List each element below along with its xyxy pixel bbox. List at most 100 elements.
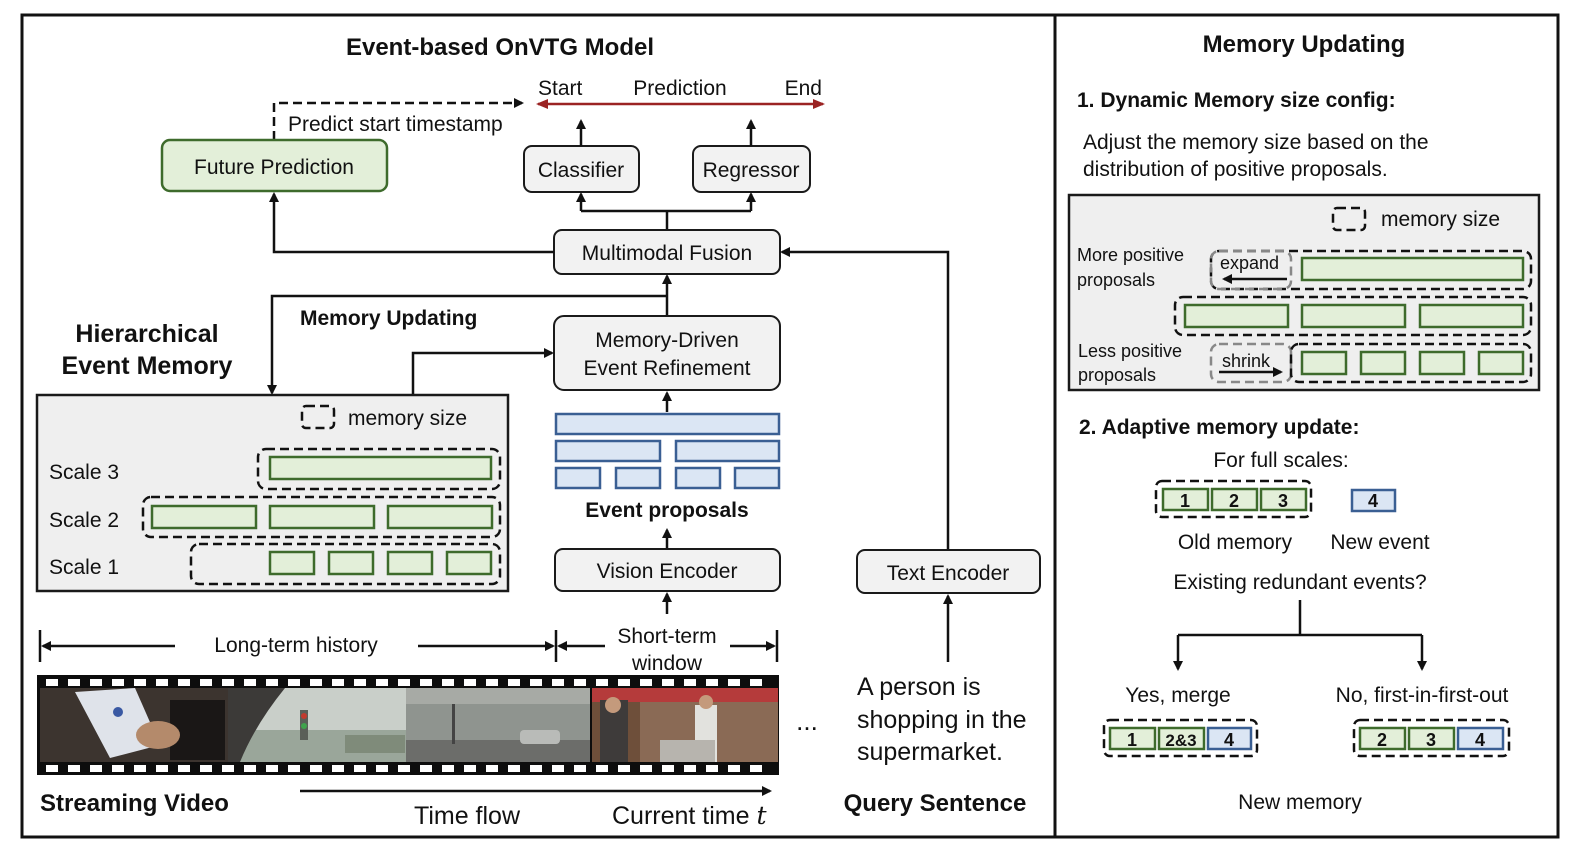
classifier-label: Classifier: [538, 159, 624, 182]
film-sprocket-hole: [68, 765, 80, 772]
no-fifo-label: No, first-in-first-out: [1336, 684, 1509, 707]
memory-size-legend-icon: [300, 404, 336, 430]
hierarchical-line2: Event Memory: [62, 352, 233, 380]
film-sprocket-hole: [244, 679, 256, 686]
scale1-event: [327, 550, 375, 576]
film-sprocket-hole: [354, 765, 366, 772]
shrink-label: shrink: [1222, 351, 1271, 371]
fifo-memory-cell: [1358, 726, 1407, 751]
film-sprocket-hole: [134, 765, 146, 772]
film-sprocket-hole: [618, 679, 630, 686]
left-title: Event-based OnVTG Model: [346, 34, 654, 61]
memory-size-legend-label-right: memory size: [1381, 208, 1500, 231]
film-sprocket-hole: [46, 679, 58, 686]
predict-start-label: Predict start timestamp: [288, 113, 503, 136]
film-sprocket-hole: [376, 679, 388, 686]
event-proposals-label: Event proposals: [585, 499, 748, 522]
scale1-event: [268, 550, 316, 576]
more-positive-line2: proposals: [1077, 270, 1155, 290]
fifo-memory-cell: [1407, 726, 1456, 751]
film-sprocket-hole: [464, 765, 476, 772]
shrunk-event: [1300, 350, 1348, 376]
memory-driven-refinement-box: [553, 315, 781, 391]
film-sprocket-hole: [178, 765, 190, 772]
film-sprocket-hole: [596, 765, 608, 772]
default-memory-bound: [1173, 295, 1533, 337]
new-event-cell-label: 4: [1368, 491, 1378, 511]
right-title: Memory Updating: [1203, 31, 1406, 58]
future-prediction-label: Future Prediction: [194, 156, 354, 179]
new-event-cell: [1350, 488, 1397, 513]
scale2-event: [150, 504, 258, 530]
scale3-memory-bound: [256, 447, 502, 491]
memory-updating-arrow: [267, 294, 667, 395]
default-event: [1300, 303, 1407, 329]
scale1-label: Scale 1: [49, 556, 119, 579]
film-sprocket-hole: [332, 765, 344, 772]
film-sprocket-hole: [574, 765, 586, 772]
scale2-event: [386, 504, 494, 530]
film-sprocket-hole: [508, 679, 520, 686]
shrunk-event: [1418, 350, 1466, 376]
memory-updating-label: Memory Updating: [300, 307, 477, 330]
film-sprocket-hole: [222, 679, 234, 686]
film-sprocket-hole: [530, 679, 542, 686]
short-term-line2: window: [631, 652, 703, 675]
expand-region: [1209, 249, 1293, 291]
film-sprocket-hole: [420, 679, 432, 686]
scale2-event: [268, 504, 376, 530]
memory-to-refinement-arrow: [411, 348, 554, 395]
vision-encoder-box: [554, 548, 781, 592]
prediction-end-label: End: [785, 77, 822, 100]
scale1-memory-bound: [189, 542, 502, 586]
film-sprocket-hole: [266, 765, 278, 772]
new-memory-label: New memory: [1238, 791, 1362, 814]
short-term-line1: Short-term: [617, 625, 716, 648]
proposal-block: [614, 466, 662, 490]
video-frame-document: [40, 688, 228, 762]
predict-start-arrow: [272, 98, 524, 140]
film-sprocket-hole: [640, 765, 652, 772]
more-positive-line1: More positive: [1077, 245, 1184, 265]
expand-label: expand: [1220, 253, 1279, 273]
step1-desc-line2: distribution of positive proposals.: [1083, 158, 1388, 181]
less-positive-line1: Less positive: [1078, 341, 1182, 361]
vision-encoder-label: Vision Encoder: [597, 560, 738, 583]
proposal-block: [674, 466, 722, 490]
shrunk-event: [1359, 350, 1407, 376]
multimodal-fusion-label: Multimodal Fusion: [582, 242, 752, 265]
fifo-memory-bound: [1352, 718, 1511, 758]
memory-driven-line2: Event Refinement: [584, 357, 751, 380]
film-sprocket-hole: [156, 765, 168, 772]
film-sprocket-hole: [662, 679, 674, 686]
old-memory-cell: [1210, 487, 1259, 512]
film-sprocket-hole: [90, 765, 102, 772]
new-event-label: New event: [1330, 531, 1429, 554]
film-sprocket-hole: [508, 765, 520, 772]
video-frame-supermarket: [592, 688, 778, 762]
film-sprocket-hole: [156, 679, 168, 686]
film-sprocket-hole: [574, 679, 586, 686]
film-sprocket-hole: [288, 679, 300, 686]
outer-frame: [20, 13, 1560, 839]
film-sprocket-hole: [486, 765, 498, 772]
film-sprocket-hole: [112, 679, 124, 686]
scale2-label: Scale 2: [49, 509, 119, 532]
video-frame-garage: [406, 688, 590, 762]
regressor-label: Regressor: [703, 159, 800, 182]
proposal-block: [674, 439, 781, 463]
current-time-label: Current time t: [612, 801, 768, 830]
streaming-video-filmstrip: [37, 675, 779, 775]
proposal-block: [554, 412, 781, 436]
fusion-to-future-arrow: [269, 192, 554, 254]
shrunk-event: [1477, 350, 1525, 376]
scale3-label: Scale 3: [49, 461, 119, 484]
film-sprocket-hole: [222, 765, 234, 772]
film-sprocket-hole: [684, 765, 696, 772]
film-sprocket-hole: [112, 765, 124, 772]
merged-cell-label: 2&3: [1165, 731, 1196, 750]
film-sprocket-hole: [552, 679, 564, 686]
memory-size-legend-label: memory size: [348, 407, 467, 430]
film-sprocket-hole: [288, 765, 300, 772]
film-sprocket-hole: [134, 679, 146, 686]
